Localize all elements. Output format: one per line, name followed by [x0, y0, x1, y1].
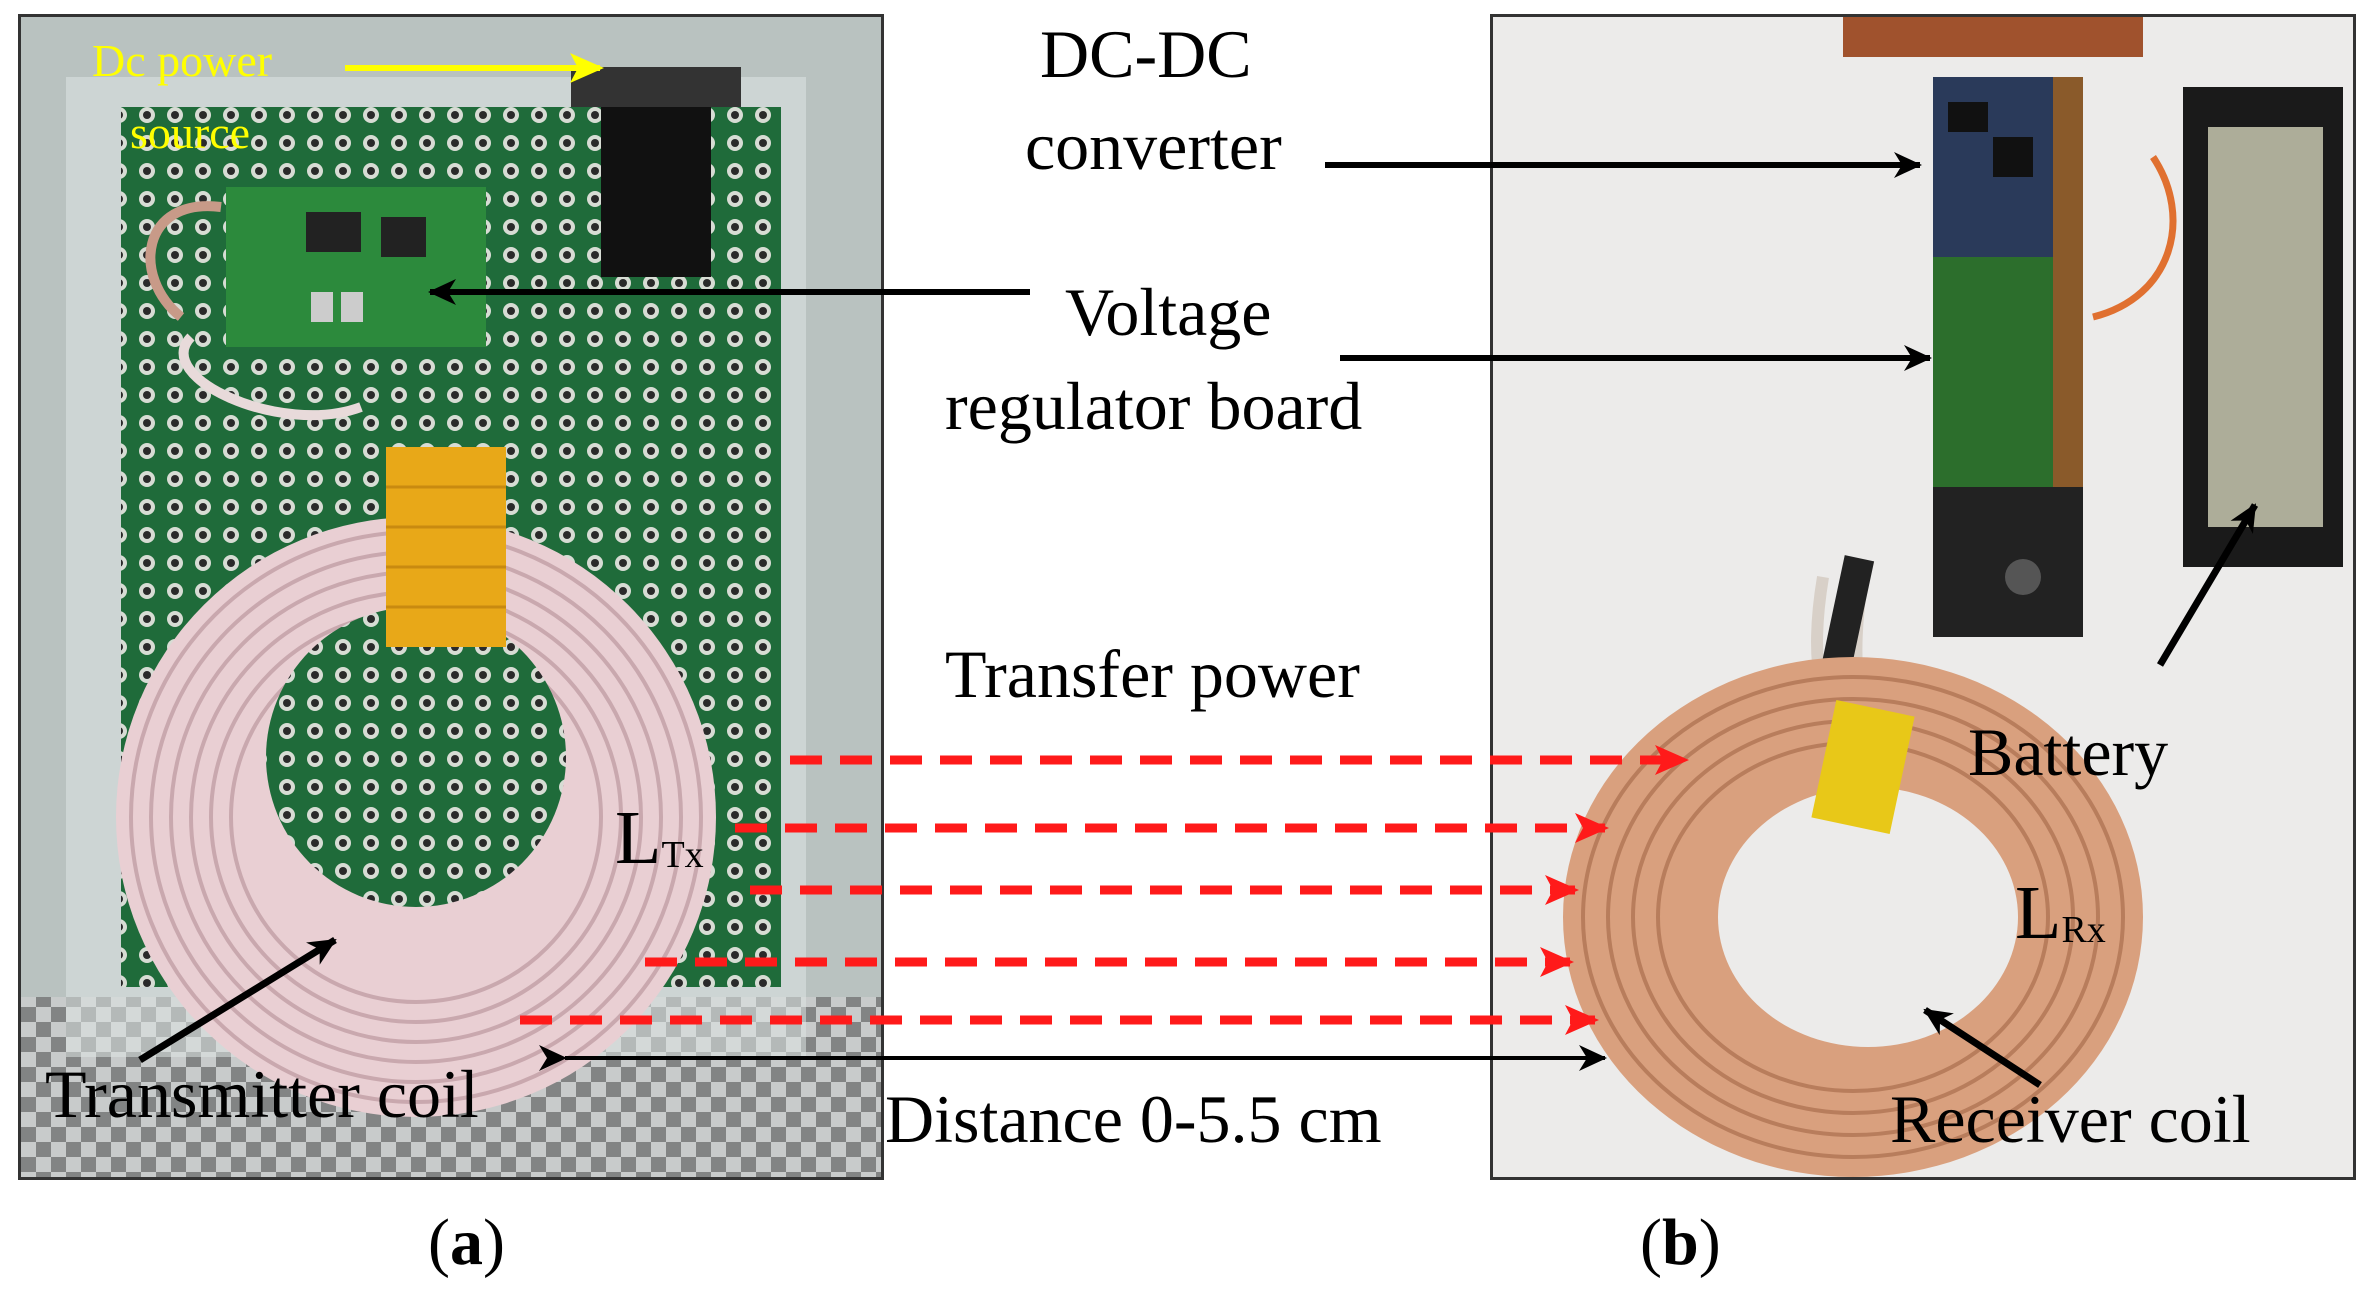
receiver-illustration: [1493, 17, 2353, 1177]
dcdc-label-line1: DC-DC: [1040, 16, 1252, 92]
voltage-label-line1: Voltage: [1065, 274, 1272, 350]
regulator-board: [1933, 257, 2053, 487]
switch: [1933, 487, 2083, 637]
panel-label-b: (b): [1640, 1210, 1721, 1276]
battery-arrow: [2156, 503, 2259, 667]
panel-label-a: (a): [428, 1210, 505, 1276]
lrx-subscript: Rx: [2061, 909, 2106, 951]
transmitter-photo: [18, 14, 884, 1180]
panel-a-letter: a: [449, 1206, 483, 1279]
panel-b-open: (: [1640, 1206, 1662, 1279]
transfer-power-label: Transfer power: [945, 636, 1360, 712]
coil-center: [266, 607, 566, 907]
receiver-coil-arrow: [1923, 1007, 2042, 1088]
distance-label: Distance 0-5.5 cm: [885, 1081, 1382, 1157]
lrx-label: LRx: [2015, 875, 2106, 951]
voltage-label-line2: regulator board: [945, 368, 1363, 444]
panel-a-close: ): [482, 1206, 505, 1279]
receiver-tape: [1811, 699, 1915, 835]
dc-power-label-line2: source: [130, 107, 251, 158]
kapton-tape: [386, 447, 506, 647]
receiver-coil-center: [1718, 787, 2018, 1047]
ltx-subscript: Tx: [661, 834, 704, 876]
lrx-main: L: [2015, 871, 2062, 955]
field-lines: [520, 745, 1689, 1035]
dc-power-label-line1: Dc power: [92, 35, 273, 86]
battery-label: Battery: [1968, 714, 2169, 790]
panel-a-open: (: [428, 1206, 450, 1279]
dc-jack: [601, 77, 711, 277]
panel-b-close: ): [1698, 1206, 1721, 1279]
ltx-main: L: [615, 796, 662, 880]
transmitter-coil-label: Transmitter coil: [45, 1056, 479, 1132]
transmitter-coil-arrow: [138, 937, 337, 1063]
panel-b-letter: b: [1661, 1206, 1699, 1279]
receiver-photo: [1490, 14, 2356, 1180]
dcdc-label-line2: converter: [1025, 108, 1282, 184]
ltx-label: LTx: [615, 800, 704, 876]
receiver-coil-label: Receiver coil: [1890, 1081, 2251, 1157]
transmitter-illustration: [21, 17, 881, 1177]
